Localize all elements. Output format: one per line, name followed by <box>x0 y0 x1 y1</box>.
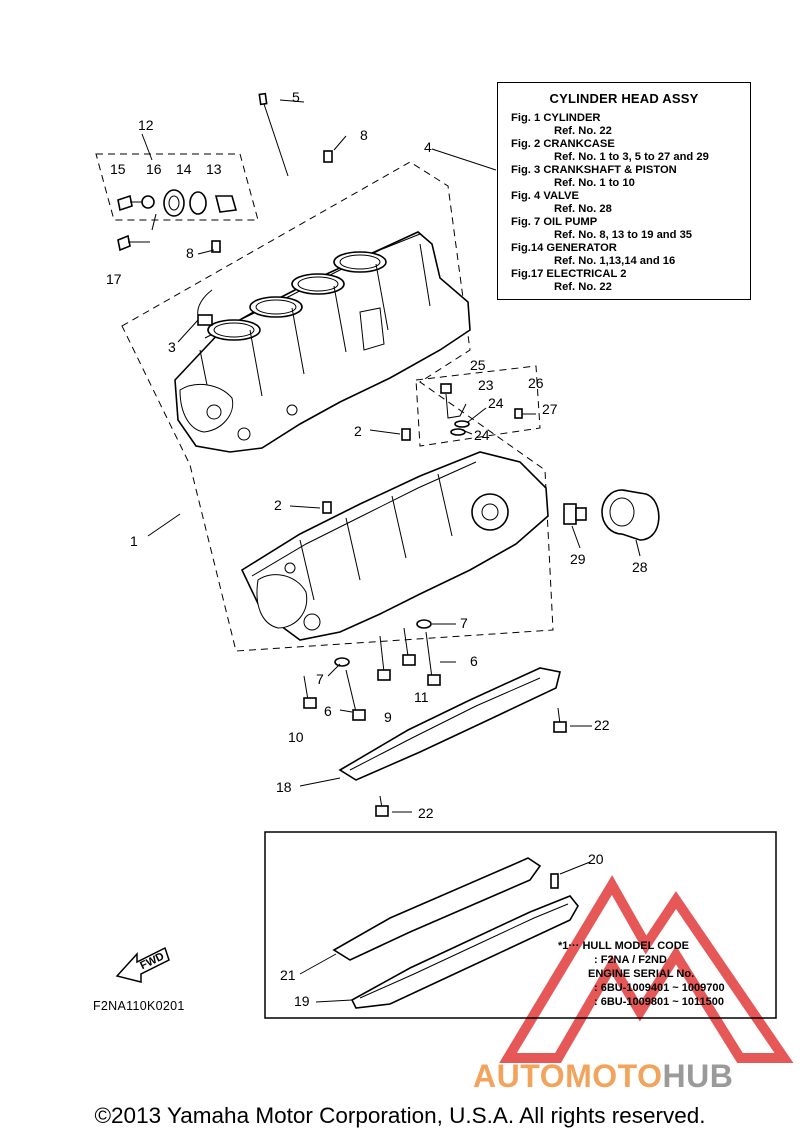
hull-note-line: ENGINE SERIAL No. <box>588 968 695 980</box>
callout-18: 18 <box>276 779 292 795</box>
callout-22a: 22 <box>594 717 610 733</box>
dowel-pin-2-lower <box>322 501 332 514</box>
callout-28: 28 <box>632 559 648 575</box>
callout-23: 23 <box>478 377 494 393</box>
group-12-parts <box>117 189 238 252</box>
oil-pan-gasket-19 <box>350 895 579 1009</box>
oil-filter-28 <box>601 489 660 541</box>
callout-12: 12 <box>138 117 154 133</box>
hull-note-line: : F2NA / F2ND <box>594 954 667 966</box>
lower-crankcase <box>240 451 549 641</box>
callout-7b: 7 <box>316 671 324 687</box>
reference-ref: Ref. No. 8, 13 to 19 and 35 <box>554 229 693 241</box>
reference-ref: Ref. No. 28 <box>554 203 612 215</box>
callout-21: 21 <box>280 967 296 983</box>
reference-item: Fig. 4 VALVE Ref. No. 28 <box>511 190 709 216</box>
dowel-pin-2-upper <box>401 428 411 441</box>
watermark-part-moto: MOTO <box>565 1058 663 1094</box>
reference-item: Fig.14 GENERATOR Ref. No. 1,13,14 and 16 <box>511 242 709 268</box>
reference-fig: Fig. 7 OIL PUMP <box>511 216 598 228</box>
reference-item: Fig.17 ELECTRICAL 2 Ref. No. 22 <box>511 268 709 294</box>
reference-fig: Fig. 2 CRANKCASE <box>511 138 615 150</box>
reference-ref: Ref. No. 22 <box>554 281 612 293</box>
reference-ref: Ref. No. 22 <box>554 125 612 137</box>
reference-fig: Fig.14 GENERATOR <box>511 242 617 254</box>
detail-box <box>264 831 777 1019</box>
callout-24b: 24 <box>474 427 490 443</box>
upper-crankcase <box>174 231 471 453</box>
dowel-pin-20 <box>550 873 559 889</box>
callout-29: 29 <box>570 551 586 567</box>
callout-2a: 2 <box>354 423 362 439</box>
callout-25: 25 <box>470 357 486 373</box>
watermark-text: AUTOMOTOHUB <box>473 1058 733 1095</box>
watermark-logo-triangle <box>499 875 794 1063</box>
gasket-21 <box>332 857 542 961</box>
hull-note-line: *1··· HULL MODEL CODE <box>558 940 689 952</box>
pipe-3 <box>197 289 213 326</box>
reference-item: Fig. 3 CRANKSHAFT & PISTON Ref. No. 1 to… <box>511 164 709 190</box>
callout-5: 5 <box>292 89 300 105</box>
callout-8a: 8 <box>360 127 368 143</box>
callout-11: 11 <box>414 689 429 705</box>
callout-7a: 7 <box>460 615 468 631</box>
callout-10: 10 <box>288 729 304 745</box>
reference-box: CYLINDER HEAD ASSY Fig. 1 CYLINDER Ref. … <box>497 82 751 300</box>
watermark-part-hub: HUB <box>662 1058 734 1094</box>
callout-17: 17 <box>106 271 122 287</box>
callout-16: 16 <box>146 161 162 177</box>
reference-item: Fig. 2 CRANKCASE Ref. No. 1 to 3, 5 to 2… <box>511 138 709 164</box>
callout-20: 20 <box>588 851 604 867</box>
copyright-notice: ©2013 Yamaha Motor Corporation, U.S.A. A… <box>94 1103 706 1128</box>
drawing-code: F2NA110K0201 <box>93 999 185 1013</box>
hull-model-note: *1··· HULL MODEL CODE : F2NA / F2ND ENGI… <box>558 939 725 1009</box>
callout-13: 13 <box>206 161 222 177</box>
callout-3: 3 <box>168 339 176 355</box>
reference-box-title: CYLINDER HEAD ASSY <box>549 91 699 106</box>
callout-6a: 6 <box>470 653 478 669</box>
reference-ref: Ref. No. 1 to 10 <box>554 177 635 189</box>
oil-fitting-parts <box>440 383 470 436</box>
callout-27: 27 <box>542 401 558 417</box>
callout-2b: 2 <box>274 497 282 513</box>
assembly-boundary-dashed <box>121 161 554 652</box>
callout-24a: 24 <box>488 395 504 411</box>
reference-fig: Fig. 4 VALVE <box>511 190 579 202</box>
callout-1: 1 <box>130 533 138 549</box>
bolts-lower <box>303 619 567 817</box>
callout-19: 19 <box>294 993 310 1009</box>
reference-fig: Fig.17 ELECTRICAL 2 <box>511 268 627 280</box>
dowel-pin-8-lower <box>211 240 221 253</box>
reference-list: Fig. 1 CYLINDER Ref. No. 22 Fig. 2 CRANK… <box>511 112 709 294</box>
union-bolt-29 <box>563 503 587 525</box>
callout-9: 9 <box>384 709 392 725</box>
dowel-pin-8-upper <box>323 150 333 163</box>
group-23-boundary <box>415 365 541 447</box>
callout-8b: 8 <box>186 245 194 261</box>
callout-14: 14 <box>176 161 192 177</box>
callout-26: 26 <box>528 375 544 391</box>
reference-item: Fig. 1 CYLINDER Ref. No. 22 <box>511 112 709 138</box>
callout-labels: 1 2 2 3 4 5 6 6 7 7 8 8 9 10 11 12 13 14… <box>106 89 648 1009</box>
hull-note-line: : 6BU-1009401 ~ 1009700 <box>594 982 725 994</box>
callout-6b: 6 <box>324 703 332 719</box>
reference-fig: Fig. 3 CRANKSHAFT & PISTON <box>511 164 677 176</box>
watermark-part-auto: AUTO <box>473 1058 566 1094</box>
reference-ref: Ref. No. 1,13,14 and 16 <box>554 255 676 267</box>
callout-15: 15 <box>110 161 126 177</box>
callout-22b: 22 <box>418 805 434 821</box>
dowel-pin-26 <box>514 408 523 419</box>
oil-pan-gasket-18 <box>338 667 561 781</box>
reference-fig: Fig. 1 CYLINDER <box>511 112 601 124</box>
reference-ref: Ref. No. 1 to 3, 5 to 27 and 29 <box>554 151 709 163</box>
leader-lines <box>141 99 641 1003</box>
reference-item: Fig. 7 OIL PUMP Ref. No. 8, 13 to 19 and… <box>511 216 709 242</box>
group-12-boundary <box>95 153 259 221</box>
fwd-arrow-icon: FWD <box>115 946 170 983</box>
callout-4: 4 <box>424 139 432 155</box>
hull-note-line: : 6BU-1009801 ~ 1011500 <box>594 996 724 1008</box>
stud-bolt-5 <box>258 92 289 177</box>
